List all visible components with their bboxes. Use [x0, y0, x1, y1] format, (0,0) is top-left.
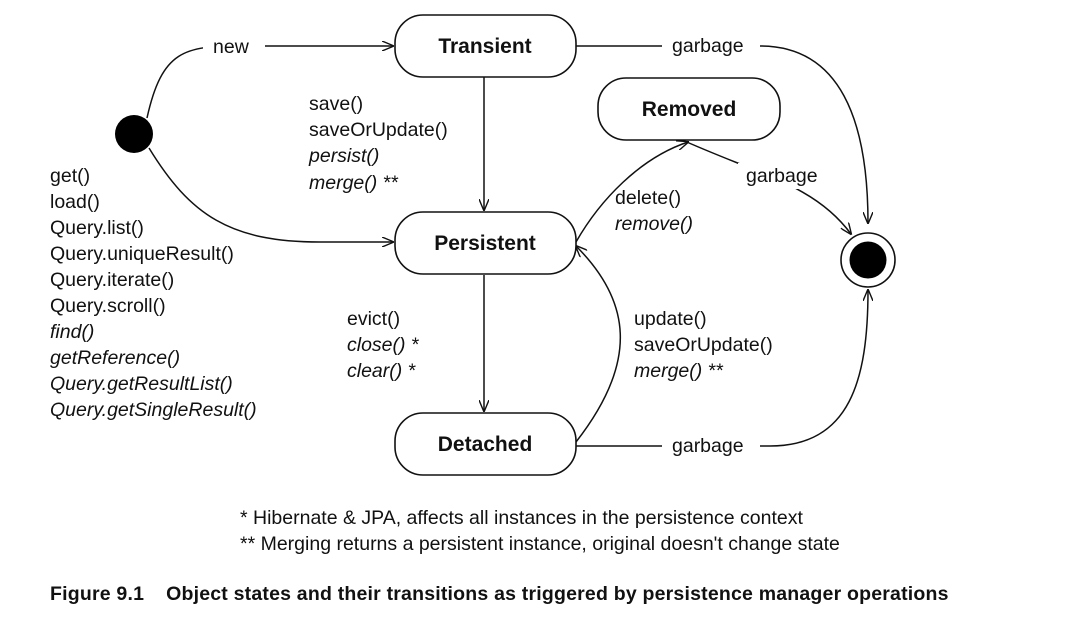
edge-detached-to-persistent — [576, 246, 621, 443]
op-label: persist() — [308, 145, 379, 167]
op-label: Query.getSingleResult() — [50, 399, 257, 421]
footnote-single-star: * Hibernate & JPA, affects all instances… — [240, 507, 803, 529]
figure-caption: Figure 9.1 Object states and their transi… — [50, 583, 949, 606]
label-garbage-removed: garbage — [746, 165, 818, 187]
op-label: Query.uniqueResult() — [50, 243, 234, 265]
figure-caption-text: Object states and their transitions as t… — [166, 583, 949, 605]
initial-node — [115, 115, 153, 153]
state-removed: Removed — [597, 77, 781, 141]
state-persistent-label: Persistent — [434, 232, 536, 255]
op-label: Query.getResultList() — [50, 373, 233, 395]
edge-transient-garbage — [576, 45, 868, 223]
op-label: merge() ** — [309, 172, 399, 194]
op-label: delete() — [615, 187, 681, 209]
label-garbage-detached: garbage — [672, 435, 744, 457]
ops-persistent-to-detached: evict() close() * clear() * — [347, 308, 420, 382]
final-node — [840, 232, 896, 288]
state-removed-label: Removed — [642, 98, 737, 121]
op-label: Query.list() — [50, 217, 144, 239]
state-persistent: Persistent — [394, 211, 577, 275]
op-label: merge() ** — [634, 360, 724, 382]
edge-initial-to-persistent — [148, 147, 393, 242]
op-label: getReference() — [50, 347, 180, 369]
state-transient-label: Transient — [438, 35, 531, 58]
ops-initial-to-persistent: get() load() Query.list() Query.uniqueRe… — [50, 165, 257, 421]
op-label: Query.scroll() — [50, 295, 166, 317]
op-label: remove() — [615, 213, 693, 235]
op-label: get() — [50, 165, 90, 187]
op-label: find() — [50, 321, 94, 343]
figure-number: Figure 9.1 — [50, 583, 145, 605]
op-label: save() — [309, 93, 363, 115]
op-label: saveOrUpdate() — [634, 334, 773, 356]
edge-persistent-to-removed — [575, 142, 688, 243]
label-new: new — [213, 36, 250, 58]
op-label: load() — [50, 191, 100, 213]
footnote-double-star: ** Merging returns a persistent instance… — [240, 533, 840, 555]
op-label: clear() * — [347, 360, 417, 382]
ops-detached-to-persistent: update() saveOrUpdate() merge() ** — [634, 308, 773, 382]
edge-detached-garbage — [576, 290, 868, 447]
state-detached-label: Detached — [438, 433, 533, 456]
op-label: evict() — [347, 308, 400, 330]
op-label: close() * — [347, 334, 420, 356]
label-garbage-transient: garbage — [672, 35, 744, 57]
op-label: Query.iterate() — [50, 269, 174, 291]
state-detached: Detached — [394, 412, 577, 476]
op-label: update() — [634, 308, 707, 330]
state-transient: Transient — [394, 14, 577, 78]
op-label: saveOrUpdate() — [309, 119, 448, 141]
ops-transient-to-persistent: save() saveOrUpdate() persist() merge() … — [308, 93, 448, 194]
ops-persistent-to-removed: delete() remove() — [615, 187, 693, 235]
